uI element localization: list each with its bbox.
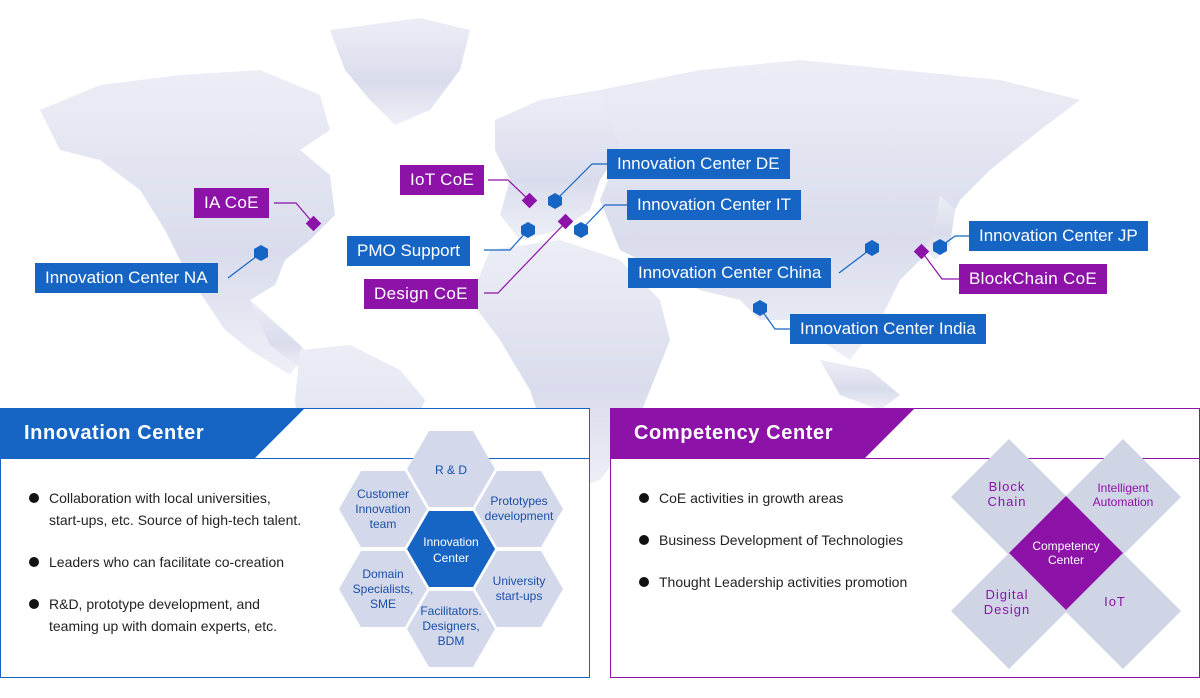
diamond-top-right-line1: Intelligent xyxy=(1097,481,1149,495)
hex-top-label: R & D xyxy=(435,463,467,477)
bullet-item: Thought Leadership activities promotion xyxy=(639,571,969,593)
bullet-dot-icon xyxy=(29,599,39,609)
diamond-center: Competency Center xyxy=(1009,496,1123,610)
ia-coe-connector xyxy=(274,202,315,225)
bullet-text: Leaders who can facilitate co-creation xyxy=(49,554,285,570)
ic-india-connector xyxy=(759,307,790,330)
blockchain-marker xyxy=(913,243,930,260)
hex-lower-left-line2: Specialists, xyxy=(353,582,414,596)
bullet-dot-icon xyxy=(639,493,649,503)
hex-center: Innovation Center xyxy=(407,511,495,587)
hex-center-line2: Center xyxy=(433,551,469,565)
diamond-top-left-line2: Chain xyxy=(988,494,1027,509)
bullet-text: R&D, prototype development, and xyxy=(49,596,260,612)
innovation-center-bullets: Collaboration with local universities, s… xyxy=(29,487,329,657)
hex-lower-right: University start-ups xyxy=(475,551,563,627)
hex-bottom-line3: BDM xyxy=(438,634,465,648)
blockchain-connector xyxy=(921,251,959,280)
ic-jp-marker xyxy=(933,239,947,255)
hex-upper-right-line1: Prototypes xyxy=(490,494,547,508)
hex-bottom-line1: Facilitators. xyxy=(420,604,481,618)
pmo-support-label: PMO Support xyxy=(347,236,470,266)
bullet-dot-icon xyxy=(29,557,39,567)
hex-lower-right-line2: start-ups xyxy=(496,589,543,603)
bullet-text: CoE activities in growth areas xyxy=(659,490,844,506)
hex-upper-left: Customer Innovation team xyxy=(339,471,427,547)
pmo-connector xyxy=(484,229,529,251)
bullet-dot-icon xyxy=(29,493,39,503)
ic-it-connector xyxy=(580,204,627,231)
blockchain-coe-label: BlockChain CoE xyxy=(959,264,1107,294)
hex-bottom-line2: Designers, xyxy=(422,619,479,633)
bullet-item: Business Development of Technologies xyxy=(639,529,969,551)
hex-lower-left-line3: SME xyxy=(370,597,396,611)
ic-jp-label: Innovation Center JP xyxy=(969,221,1148,251)
bullet-item: CoE activities in growth areas xyxy=(639,487,969,509)
competency-center-bullets: CoE activities in growth areas Business … xyxy=(639,487,969,613)
ic-de-marker xyxy=(548,193,562,209)
pmo-marker xyxy=(521,222,535,238)
ic-it-label: Innovation Center IT xyxy=(627,190,802,220)
hex-upper-right: Prototypes development xyxy=(475,471,563,547)
competency-center-panel: Competency Center CoE activities in grow… xyxy=(610,408,1200,678)
hex-upper-right-line2: development xyxy=(485,509,554,523)
hex-upper-left-line1: Customer xyxy=(357,487,409,501)
ic-na-label: Innovation Center NA xyxy=(35,263,218,293)
innovation-hex-cluster: R & D Customer Innovation team Prototype… xyxy=(339,431,563,667)
bullet-item: Leaders who can facilitate co-creation xyxy=(29,551,329,573)
bullet-text: Thought Leadership activities promotion xyxy=(659,574,908,590)
hex-lower-left: Domain Specialists, SME xyxy=(339,551,427,627)
ic-de-connector xyxy=(554,163,607,202)
hex-lower-right-line1: University xyxy=(493,574,546,588)
hex-center-line1: Innovation xyxy=(423,535,478,549)
diamond-bottom-left-line1: Digital xyxy=(985,587,1028,602)
design-coe-connector xyxy=(484,221,567,294)
bullet-text: start-ups, etc. Source of high-tech tale… xyxy=(49,512,302,528)
ic-china-label: Innovation Center China xyxy=(628,258,832,288)
competency-center-title: Competency Center xyxy=(610,408,915,458)
ic-india-marker xyxy=(753,300,767,316)
innovation-center-rule xyxy=(0,458,590,459)
diamond-top-right-line2: Automation xyxy=(1093,495,1154,509)
iot-coe-connector xyxy=(488,179,531,202)
ia-coe-marker xyxy=(305,215,322,232)
hex-upper-left-line3: team xyxy=(370,517,397,531)
ic-de-label: Innovation Center DE xyxy=(607,149,790,179)
bullet-dot-icon xyxy=(639,577,649,587)
design-coe-label: Design CoE xyxy=(364,279,478,309)
bullet-item: R&D, prototype development, and teaming … xyxy=(29,593,329,637)
bullet-text: teaming up with domain experts, etc. xyxy=(49,618,278,634)
diamond-bottom-left-line2: Design xyxy=(984,602,1030,617)
ic-it-marker xyxy=(574,222,588,238)
bullet-item: Collaboration with local universities, s… xyxy=(29,487,329,531)
hex-upper-left-line2: Innovation xyxy=(355,502,410,516)
bullet-text: Business Development of Technologies xyxy=(659,532,904,548)
iot-coe-label: IoT CoE xyxy=(400,165,485,195)
competency-diamond-cluster: Block Chain Intelligent Automation Digit… xyxy=(951,439,1181,669)
hex-lower-left-line1: Domain xyxy=(362,567,403,581)
bullet-text: Collaboration with local universities, xyxy=(49,490,271,506)
ia-coe-label: IA CoE xyxy=(194,188,269,218)
hex-top: R & D xyxy=(407,431,495,507)
diamond-top-left-line1: Block xyxy=(989,479,1026,494)
ic-india-label: Innovation Center India xyxy=(790,314,986,344)
iot-coe-marker xyxy=(521,192,538,209)
innovation-center-panel: Innovation Center Collaboration with loc… xyxy=(0,408,590,678)
bullet-dot-icon xyxy=(639,535,649,545)
innovation-center-title: Innovation Center xyxy=(0,408,305,458)
ic-na-marker xyxy=(254,245,268,261)
design-coe-marker xyxy=(557,213,574,230)
diamond-bottom-right-label: IoT xyxy=(1104,594,1126,609)
diamond-center-line1: Competency xyxy=(1032,539,1099,553)
ic-china-marker xyxy=(865,240,879,256)
competency-center-rule xyxy=(610,458,1200,459)
diamond-center-line2: Center xyxy=(1048,553,1084,567)
hex-bottom: Facilitators. Designers, BDM xyxy=(407,591,495,667)
